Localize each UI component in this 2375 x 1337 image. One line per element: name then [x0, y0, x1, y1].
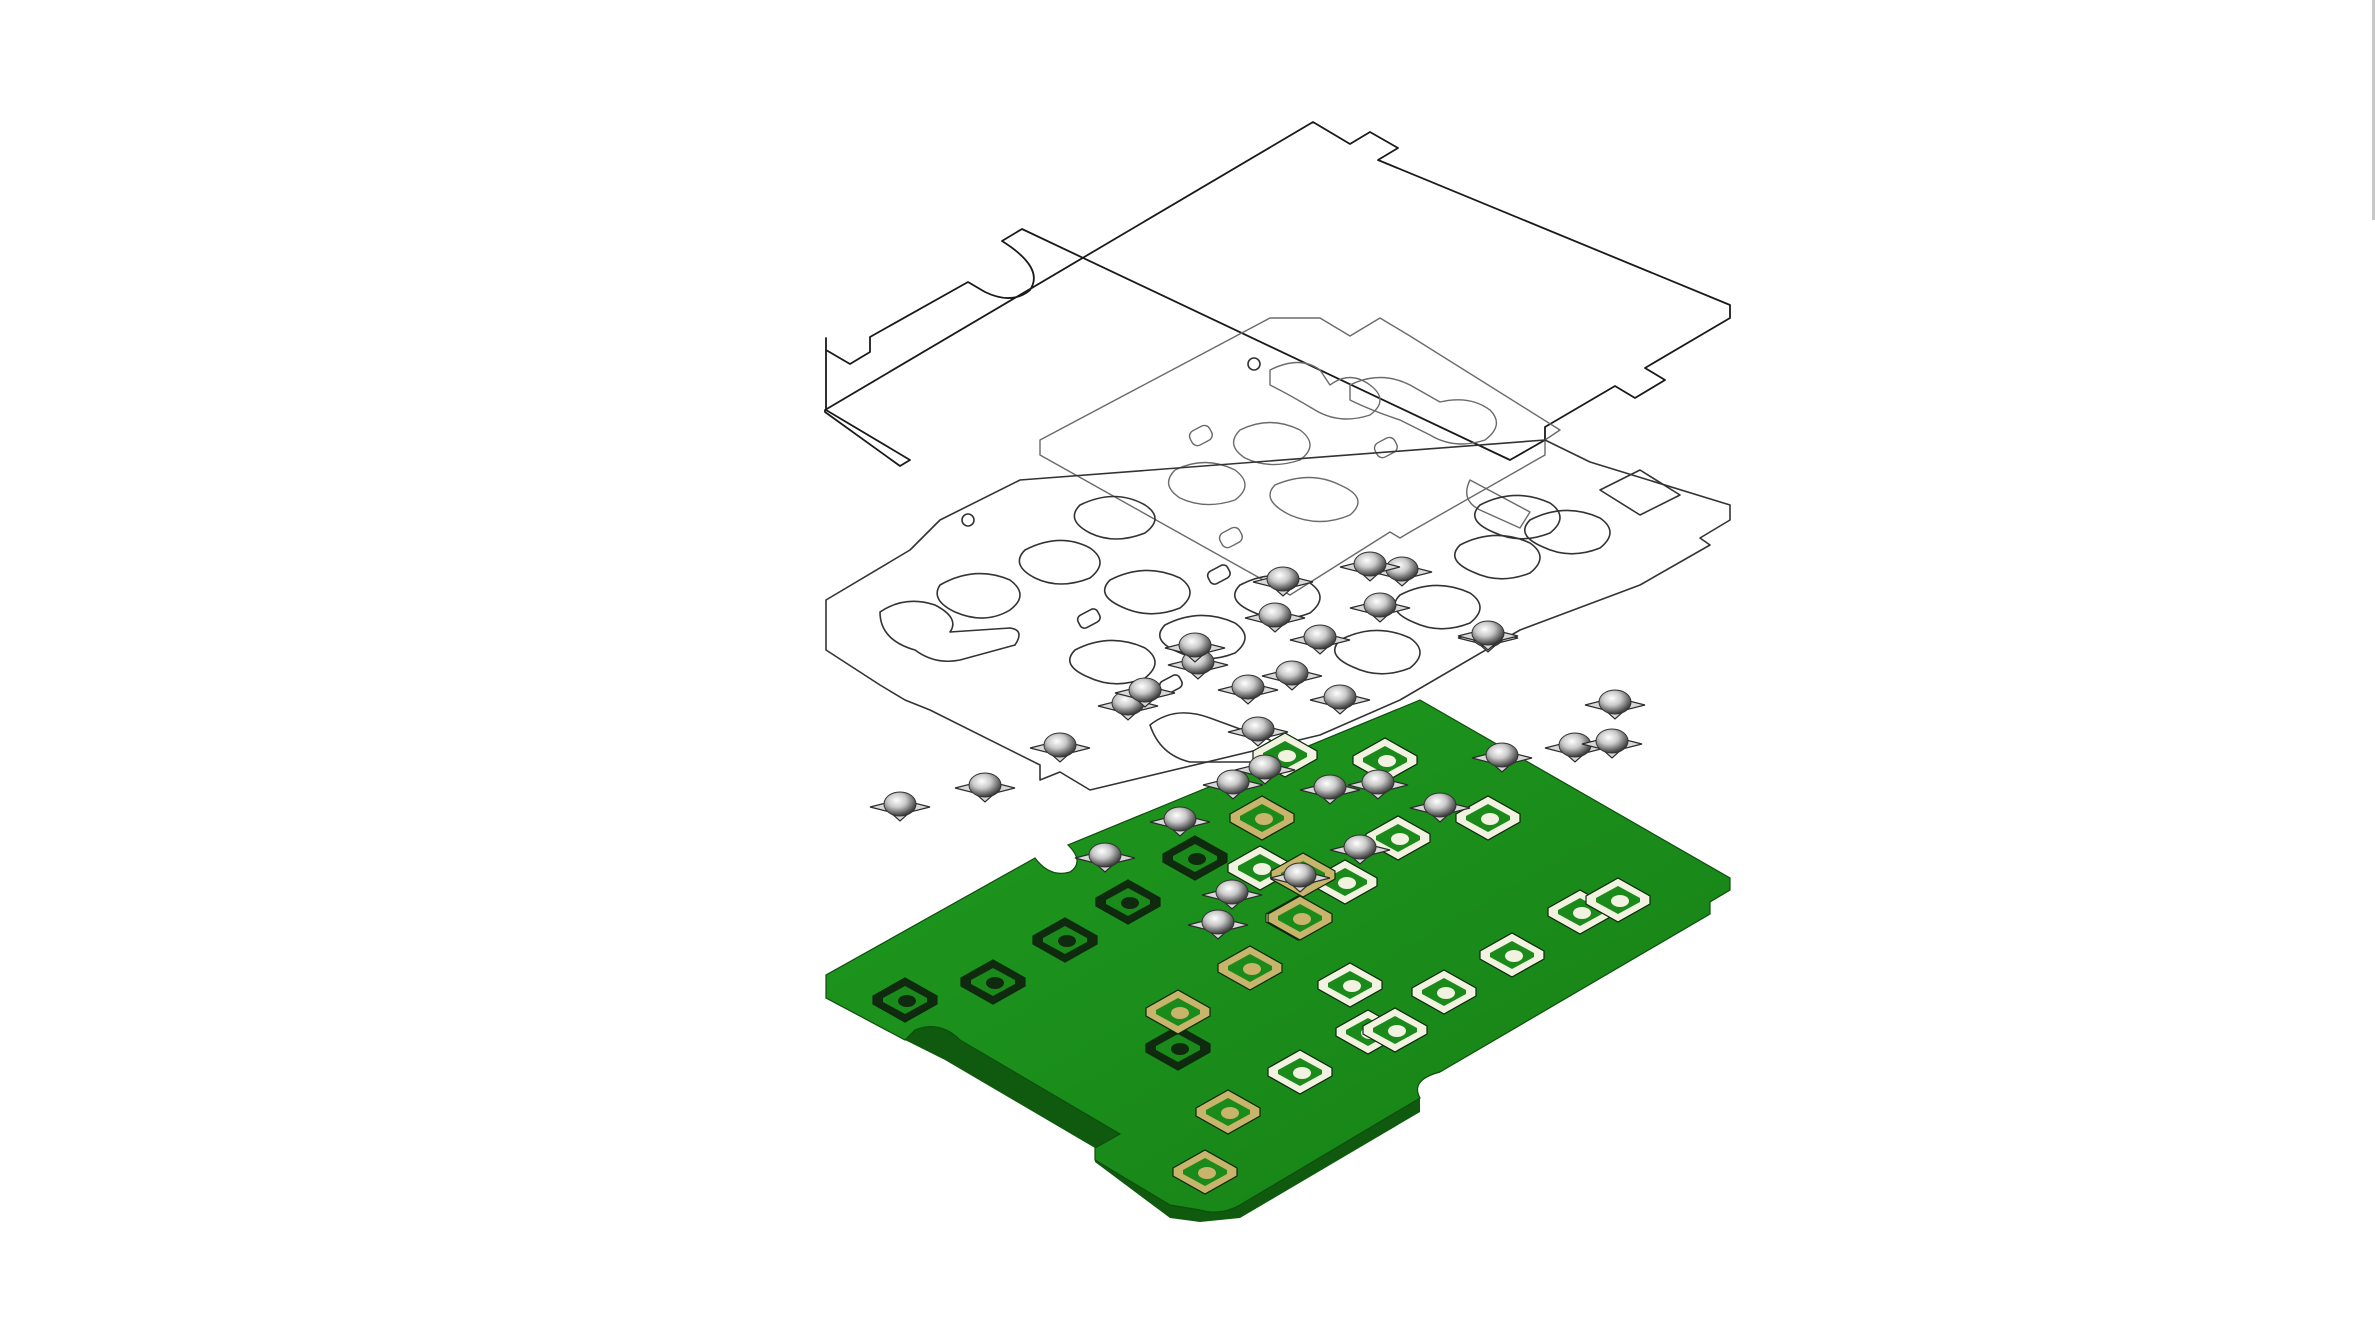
spacer-outline [1039, 317, 1561, 596]
contact-pad [1411, 969, 1477, 1015]
metal-dome [1234, 754, 1296, 785]
spacer-cutout [1466, 479, 1531, 529]
top-overlay-layer [824, 121, 1731, 467]
bottom-spacer-cutout [1394, 584, 1481, 630]
metal-dome [1244, 602, 1306, 633]
spacer-cutout [1232, 421, 1311, 466]
bottom-spacer-cutout [1076, 608, 1101, 629]
pcb-layer [825, 699, 1731, 1222]
bottom-spacer-cutout [1159, 614, 1246, 660]
metal-dome [1289, 624, 1351, 655]
contact-pad [960, 959, 1026, 1005]
top-overlay-outline [824, 121, 1731, 467]
metal-dome [1269, 862, 1331, 893]
bottom-spacer-cutout [1018, 539, 1101, 585]
metal-dome [954, 772, 1016, 803]
metal-dome [1457, 620, 1519, 651]
metal-dome [1584, 689, 1646, 720]
metal-dome [1029, 732, 1091, 763]
metal-domes [869, 551, 1646, 940]
contact-pad [1317, 962, 1383, 1008]
spacer-cutout [1188, 424, 1213, 447]
spacer-cutout [1373, 436, 1398, 459]
bottom-spacer-cutout [1524, 509, 1611, 555]
metal-dome [1329, 834, 1391, 865]
bottom-spacer-cutout [1454, 534, 1541, 580]
contact-pad [1362, 1007, 1428, 1053]
pcb-contact-pads [872, 732, 1651, 1195]
contact-pad [1352, 737, 1418, 783]
spacer-cutout [1349, 376, 1498, 445]
metal-dome [1217, 674, 1279, 705]
contact-pad [1479, 932, 1545, 978]
bottom-spacer-hole [1247, 357, 1261, 371]
metal-dome [1187, 909, 1249, 940]
spacer-cutout [1269, 476, 1359, 523]
contact-pad [1195, 1089, 1261, 1135]
viewport-edge [2372, 0, 2375, 220]
metal-dome [1299, 774, 1361, 805]
metal-dome [1471, 742, 1533, 773]
contact-pad [1145, 1025, 1211, 1071]
contact-pad [872, 977, 938, 1023]
metal-dome [1164, 632, 1226, 663]
contact-pad [1217, 945, 1283, 991]
metal-dome [1201, 879, 1263, 910]
bottom-spacer-cutout [936, 572, 1021, 619]
contact-pad [1162, 835, 1228, 881]
bottom-spacer-cutout [1334, 629, 1421, 675]
metal-dome [1339, 551, 1401, 582]
bottom-spacer-outline [825, 439, 1731, 791]
contact-pad [1095, 879, 1161, 925]
contact-pad [1172, 1149, 1238, 1195]
bottom-spacer-cutout [1474, 494, 1561, 540]
metal-dome [1347, 769, 1409, 800]
bottom-spacer-cutout [1599, 469, 1681, 516]
contact-pad [1229, 795, 1295, 841]
spacer-cutout [1269, 361, 1381, 420]
contact-pad [1145, 989, 1211, 1035]
metal-dome [1349, 592, 1411, 623]
contact-pad [1267, 895, 1333, 941]
spacer-adhesive-layer [1039, 317, 1561, 596]
contact-pad [1267, 1049, 1333, 1095]
metal-dome [1227, 716, 1289, 747]
spacer-cutout [1218, 526, 1243, 549]
metal-dome [1149, 806, 1211, 837]
metal-dome [1309, 684, 1371, 715]
metal-dome [1114, 677, 1176, 708]
contact-pad [1032, 917, 1098, 963]
bottom-spacer-cutout [879, 600, 1020, 663]
bottom-spacer-layer [825, 357, 1731, 791]
bottom-spacer-cutout [1069, 639, 1156, 685]
bottom-spacer-cutout [1206, 564, 1231, 585]
contact-pad [1455, 795, 1521, 841]
metal-dome [1261, 660, 1323, 691]
pcb-top-surface [825, 699, 1731, 1213]
metal-dome [1409, 792, 1471, 823]
metal-dome [869, 791, 931, 822]
metal-dome [1074, 842, 1136, 873]
spacer-cutout [1167, 461, 1246, 506]
bottom-spacer-cutout [1073, 495, 1156, 540]
metal-dome [1581, 728, 1643, 759]
bottom-spacer-hole [961, 513, 975, 527]
metal-dome [1371, 556, 1433, 587]
metal-dome [1252, 566, 1314, 597]
bottom-spacer-cutout [1103, 569, 1191, 615]
contact-pad [1585, 877, 1651, 923]
metal-dome [1202, 769, 1264, 800]
